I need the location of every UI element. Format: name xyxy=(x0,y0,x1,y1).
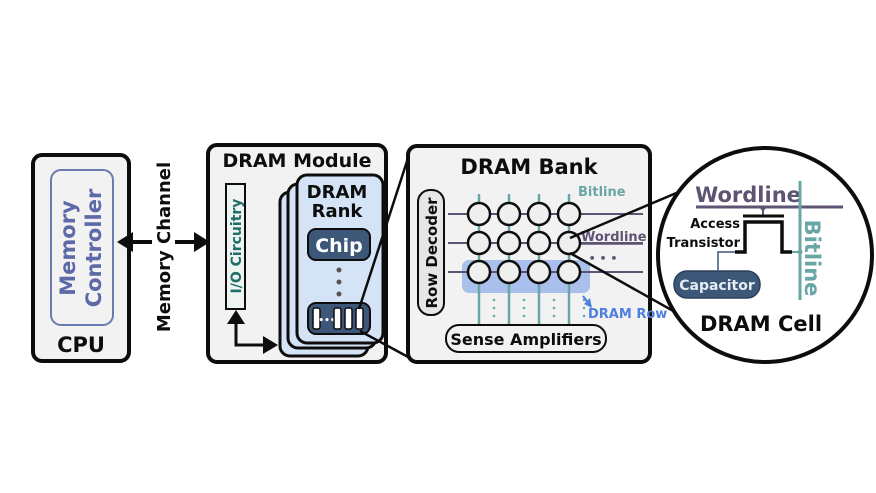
bitline-dot xyxy=(522,314,526,318)
bank-ellipsis: ••• xyxy=(318,316,335,326)
cell-bitline-label: Bitline xyxy=(800,220,824,297)
dram-rank-label-1: DRAM xyxy=(307,182,368,203)
bitline-dot xyxy=(582,306,586,310)
bank-slot xyxy=(312,307,321,330)
dram-cell xyxy=(526,230,552,256)
dram-bank-title: DRAM Bank xyxy=(460,155,598,179)
vertical-dot xyxy=(336,279,342,285)
sense-amplifiers-label: Sense Amplifiers xyxy=(450,330,601,349)
row-decoder-label: Row Decoder xyxy=(423,197,441,309)
dram-cell-title: DRAM Cell xyxy=(700,312,822,336)
dram-cell-circle xyxy=(656,146,874,364)
dram-row-cell xyxy=(496,259,522,285)
arrow-right-icon xyxy=(263,336,278,354)
dram-module-title: DRAM Module xyxy=(222,150,371,172)
io-circuitry-label: I/O Circuitry xyxy=(229,199,245,294)
bitline-dot xyxy=(552,314,556,318)
bitline-dot xyxy=(522,306,526,310)
memory-controller-label-2: Controller xyxy=(82,188,106,307)
dram-module-block: DRAM Module I/O Circuitry DRAM Rank Chip… xyxy=(206,143,388,364)
bitline-dot xyxy=(492,298,496,302)
row-decoder-box xyxy=(417,189,445,316)
bitline-dot xyxy=(552,298,556,302)
bitline-dot xyxy=(492,306,496,310)
io-circuitry-box xyxy=(225,183,246,310)
io-connector xyxy=(234,322,265,347)
dram-cell xyxy=(556,201,582,227)
bank-slot xyxy=(344,307,353,330)
dram-cell xyxy=(526,201,552,227)
access-transistor-label-1: Access xyxy=(690,217,740,232)
zoom-line-bottom xyxy=(359,329,411,360)
bitline-label: Bitline xyxy=(578,185,626,200)
bitline-dot xyxy=(552,306,556,310)
dram-bank-block: DRAM Bank Row Decoder Bitline Wordline •… xyxy=(406,144,667,364)
cpu-label: CPU xyxy=(57,333,105,357)
dram-cell xyxy=(466,230,492,256)
capacitor-label: Capacitor xyxy=(679,278,755,294)
arrow-left-icon xyxy=(117,232,133,252)
dram-cell xyxy=(496,201,522,227)
access-transistor-label-2: Transistor xyxy=(667,236,741,251)
dram-cell xyxy=(466,201,492,227)
vertical-dot xyxy=(336,291,342,297)
bank-slot xyxy=(333,307,342,330)
cell-wordline-label: Wordline xyxy=(695,183,801,207)
gate-node xyxy=(760,205,766,211)
memory-controller-label-1: Memory xyxy=(56,200,80,296)
bank-slot-selected xyxy=(355,307,364,330)
bitline-node xyxy=(797,249,803,255)
arrow-right-icon xyxy=(194,232,210,252)
chip-box xyxy=(307,228,371,261)
capacitor-connection xyxy=(717,251,735,270)
zoom-line-top xyxy=(357,151,412,310)
dram-row-cell xyxy=(466,259,492,285)
dram-cell xyxy=(496,230,522,256)
arrow-up-icon xyxy=(227,310,245,324)
bitline-dot xyxy=(492,314,496,318)
capacitor-box xyxy=(673,270,761,299)
bitline-dot xyxy=(522,298,526,302)
wordline-label: Wordline xyxy=(581,230,647,245)
dram-row-label: DRAM Row xyxy=(588,307,667,322)
wordline-dots: • • • xyxy=(589,252,618,265)
vertical-dot xyxy=(336,267,342,273)
chip-label: Chip xyxy=(315,235,363,257)
transistor-channel xyxy=(735,220,792,254)
memory-controller-box xyxy=(50,169,114,326)
memory-channel-label: Memory Channel xyxy=(154,162,175,332)
arrow-down-right-icon xyxy=(584,298,592,308)
cell-array xyxy=(448,194,643,326)
bitline-dot xyxy=(582,314,586,318)
sense-amplifiers-box xyxy=(445,324,607,353)
dram-cell xyxy=(556,230,582,256)
cpu-block: Memory Controller CPU xyxy=(31,153,131,363)
dram-row-cell xyxy=(556,259,582,285)
dram-bank-box xyxy=(406,144,652,364)
dram-row-cell xyxy=(526,259,552,285)
dram-rank-label-2: Rank xyxy=(312,201,364,222)
memory-channel: Memory Channel xyxy=(117,162,210,332)
dram-cell-block: Wordline Bitline Access Transistor Capac… xyxy=(656,146,874,364)
